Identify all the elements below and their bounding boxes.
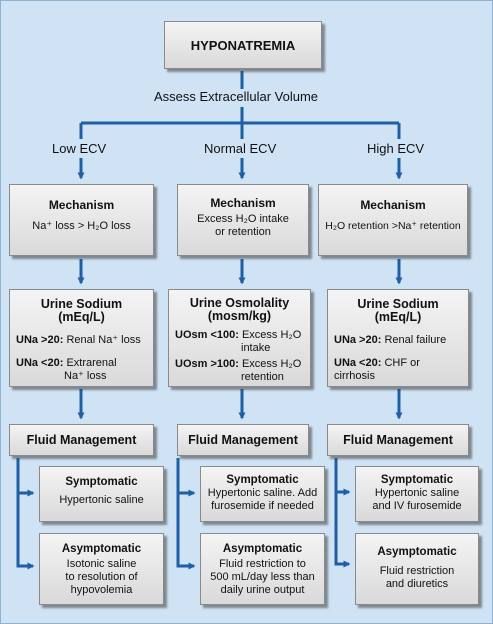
symptomatic-heading: Symptomatic bbox=[380, 474, 454, 486]
symptomatic-text: and IV furosemide bbox=[372, 500, 462, 512]
lab-heading: Urine Sodium (mEq/L) bbox=[40, 297, 123, 324]
asymptomatic-heading: Asymptomatic bbox=[61, 543, 142, 555]
asymptomatic-text: Fluid restriction bbox=[379, 565, 455, 577]
symptomatic-box-high: Symptomatic Hypertonic saline and IV fur… bbox=[355, 466, 479, 522]
mechanism-box-normal: Mechanism Excess H₂O intake or retention bbox=[177, 184, 309, 256]
fluid-management-box-low: Fluid Management bbox=[9, 424, 154, 456]
asymptomatic-text: Isotonic saline bbox=[66, 558, 137, 570]
asymptomatic-text: and diuretics bbox=[385, 578, 449, 590]
fluid-management-label: Fluid Management bbox=[26, 432, 137, 447]
lab-heading-units: (mosm/kg) bbox=[207, 309, 272, 323]
mechanism-box-low: Mechanism Na⁺ loss > H₂O loss bbox=[9, 184, 154, 256]
symptomatic-text: furosemide if needed bbox=[211, 500, 314, 512]
lab-key: UNa >20: bbox=[334, 334, 382, 346]
lab-key: UNa >20: bbox=[16, 334, 64, 346]
asymptomatic-box-high: Asymptomatic Fluid restriction and diure… bbox=[355, 533, 479, 605]
mechanism-box-high: Mechanism H₂O retention >Na⁺ retention bbox=[318, 184, 468, 256]
lab-key: UNa <20: bbox=[16, 357, 64, 369]
asymptomatic-box-low: Asymptomatic Isotonic saline to resoluti… bbox=[39, 533, 164, 605]
lab-entry: UNa <20: CHF or cirrhosis bbox=[334, 357, 462, 383]
asymptomatic-text: 500 mL/day less than bbox=[210, 571, 315, 583]
symptomatic-text: Hypertonic saline bbox=[374, 487, 460, 499]
lab-entry: UNa <20: Extrarenal bbox=[16, 357, 147, 370]
symptomatic-box-low: Symptomatic Hypertonic saline bbox=[39, 466, 164, 522]
mechanism-heading: Mechanism bbox=[48, 198, 115, 212]
urine-sodium-box-high: Urine Sodium (mEq/L) UNa >20: Renal fail… bbox=[327, 289, 469, 387]
normal-ecv-label: Normal ECV bbox=[204, 141, 277, 156]
mechanism-text: Excess H₂O intake bbox=[197, 213, 289, 225]
urine-osmolality-box: Urine Osmolality (mosm/kg) UOsm <100: Ex… bbox=[168, 289, 311, 387]
lab-key: UNa <20: bbox=[334, 357, 382, 369]
mechanism-text: or retention bbox=[215, 226, 271, 238]
lab-value: intake bbox=[241, 342, 271, 354]
lab-key: UOsm <100: bbox=[175, 329, 239, 341]
lab-entry: UOsm <100: Excess H₂O bbox=[175, 329, 304, 342]
lab-value: retention bbox=[241, 371, 284, 383]
mechanism-heading: Mechanism bbox=[210, 196, 276, 210]
lab-value: Renal failure bbox=[384, 334, 447, 346]
symptomatic-text: Hypertonic saline. Add bbox=[207, 487, 318, 499]
urine-sodium-box-low: Urine Sodium (mEq/L) UNa >20: Renal Na⁺ … bbox=[9, 289, 154, 387]
fluid-management-label: Fluid Management bbox=[343, 432, 453, 447]
asymptomatic-box-normal: Asymptomatic Fluid restriction to 500 mL… bbox=[200, 533, 325, 605]
lab-heading: Urine Sodium (mEq/L) bbox=[357, 297, 439, 324]
lab-heading: Urine Osmolality bbox=[189, 296, 290, 310]
asymptomatic-text: Fluid restriction to bbox=[219, 558, 306, 570]
asymptomatic-text: daily urine output bbox=[220, 584, 305, 596]
lab-value: Extrarenal bbox=[66, 357, 117, 369]
symptomatic-heading: Symptomatic bbox=[226, 474, 299, 486]
asymptomatic-heading: Asymptomatic bbox=[222, 543, 303, 555]
symptomatic-text: Hypertonic saline bbox=[59, 494, 144, 506]
lab-value: Renal Na⁺ loss bbox=[66, 334, 141, 346]
mechanism-text: H₂O retention >Na⁺ retention bbox=[325, 220, 461, 232]
symptomatic-heading: Symptomatic bbox=[65, 476, 138, 488]
lab-entry: UNa >20: Renal failure bbox=[334, 334, 462, 347]
fluid-management-box-normal: Fluid Management bbox=[177, 424, 309, 456]
assess-label: Assess Extracellular Volume bbox=[154, 89, 319, 104]
lab-value: Na⁺ loss bbox=[64, 370, 107, 382]
symptomatic-box-normal: Symptomatic Hypertonic saline. Add furos… bbox=[200, 466, 325, 522]
lab-value: Excess H₂O bbox=[241, 358, 302, 370]
fluid-management-box-high: Fluid Management bbox=[327, 424, 469, 456]
mechanism-heading: Mechanism bbox=[360, 198, 426, 212]
mechanism-text: Na⁺ loss > H₂O loss bbox=[32, 220, 131, 232]
page-title: HYPONATREMIA bbox=[190, 37, 296, 53]
lab-value: CHF or cirrhosis bbox=[334, 357, 420, 382]
low-ecv-label: Low ECV bbox=[52, 141, 107, 156]
lab-entry: UNa >20: Renal Na⁺ loss bbox=[16, 334, 147, 347]
lab-value: Excess H₂O bbox=[241, 329, 302, 341]
high-ecv-label: High ECV bbox=[367, 141, 425, 156]
asymptomatic-text: to resolution of bbox=[65, 571, 138, 583]
fluid-management-label: Fluid Management bbox=[188, 432, 298, 447]
lab-key: UOsm >100: bbox=[175, 358, 239, 370]
asymptomatic-text: hypovolemia bbox=[70, 584, 133, 596]
title-box: HYPONATREMIA bbox=[164, 21, 322, 69]
lab-entry: UOsm >100: Excess H₂O bbox=[175, 358, 304, 371]
asymptomatic-heading: Asymptomatic bbox=[377, 546, 457, 558]
